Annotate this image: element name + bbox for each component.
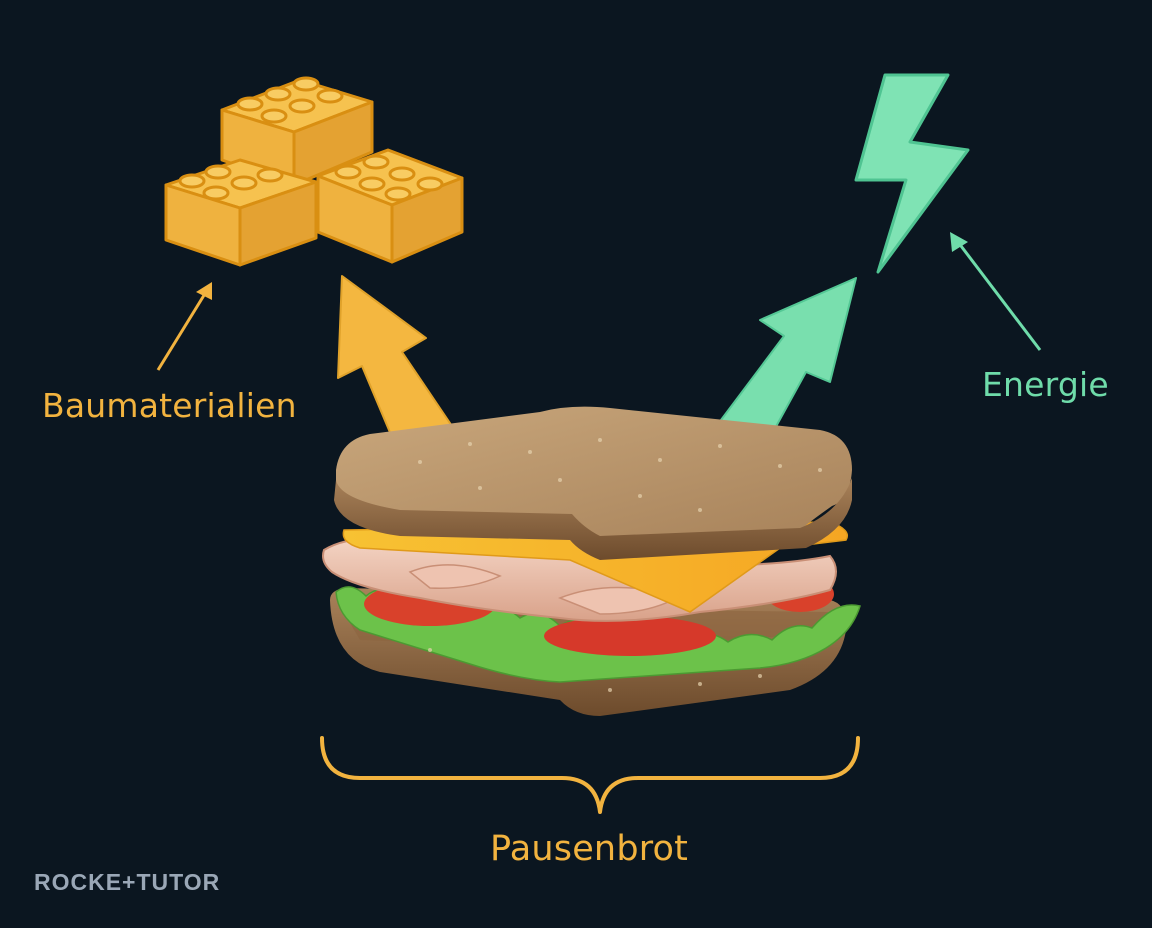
lego-brick-left xyxy=(164,158,318,267)
energy-label: Energie xyxy=(982,365,1109,404)
materials-label: Baumaterialien xyxy=(42,386,297,425)
sandwich-label: Pausenbrot xyxy=(490,829,689,869)
materials-pointer-arrow xyxy=(156,282,212,371)
lego-brick-right xyxy=(316,148,464,264)
brand-logo: ROCKE+TUTOR xyxy=(34,869,221,895)
lightning-bolt-icon xyxy=(854,73,970,274)
lego-bricks-icon xyxy=(164,76,464,267)
energy-pointer-arrow xyxy=(950,232,1042,351)
sandwich-brace xyxy=(320,736,860,814)
sandwich-illustration xyxy=(322,406,861,716)
